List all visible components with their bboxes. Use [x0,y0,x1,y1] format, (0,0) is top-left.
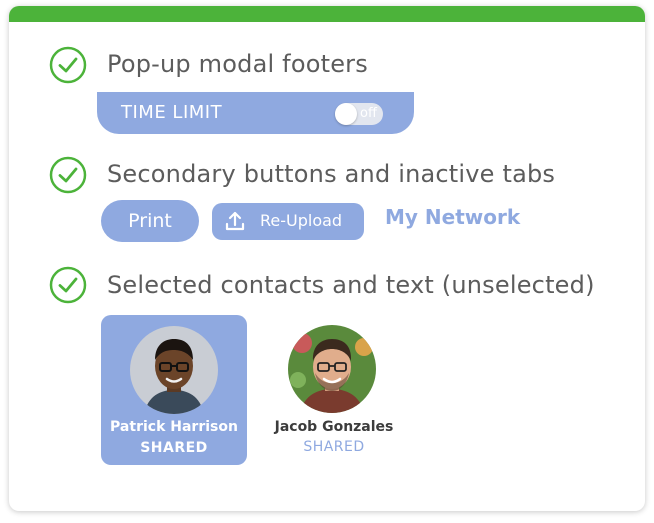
contact-card[interactable]: Jacob Gonzales SHARED [265,315,403,465]
reupload-button[interactable]: Re-Upload [212,203,364,240]
time-limit-toggle[interactable]: off [335,103,383,125]
print-button[interactable]: Print [101,200,199,242]
contact-status: SHARED [140,440,208,456]
check-circle-icon [49,156,87,194]
time-limit-label: TIME LIMIT [121,102,223,123]
top-accent-bar [9,6,645,22]
avatar [130,326,218,414]
reupload-label: Re-Upload [260,211,343,230]
contact-name: Jacob Gonzales [274,419,394,435]
contact-card-selected[interactable]: Patrick Harrison SHARED [101,315,247,465]
style-guide-card: Pop-up modal footers TIME LIMIT off Seco… [9,6,645,511]
avatar [288,325,376,413]
toggle-knob [335,103,357,125]
section-heading-modal-footers: Pop-up modal footers [107,50,368,78]
check-circle-icon [49,46,87,84]
contact-name: Patrick Harrison [110,419,238,435]
check-circle-icon [49,266,87,304]
contact-status: SHARED [303,439,365,455]
modal-footer-bar: TIME LIMIT off [97,92,414,134]
upload-icon [224,210,246,232]
section-heading-secondary-buttons: Secondary buttons and inactive tabs [107,160,556,188]
section-heading-contacts: Selected contacts and text (unselected) [107,271,595,299]
toggle-state-label: off [360,106,377,121]
tab-my-network[interactable]: My Network [385,205,521,229]
